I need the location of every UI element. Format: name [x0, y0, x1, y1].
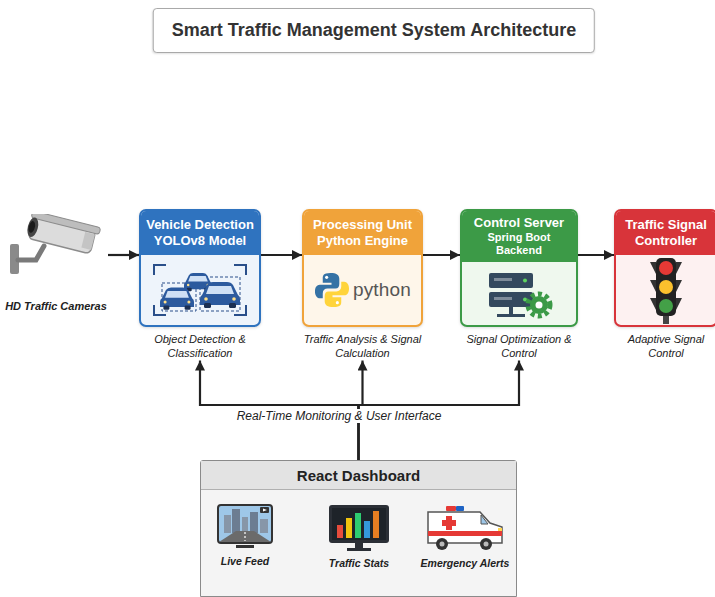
dashboard-item: Traffic Stats [321, 503, 397, 570]
diagram-title: Smart Traffic Management System Architec… [153, 8, 595, 53]
box-title: Spring Boot Backend [465, 231, 573, 259]
box-header: Control ServerSpring Boot Backend [462, 211, 576, 262]
box-title: Vehicle Detection YOLOv8 Model [144, 217, 256, 248]
icon-caption: Emergency Alerts [421, 557, 510, 570]
connector-arrow [108, 254, 139, 256]
camera-icon [8, 214, 104, 280]
box-caption: Adaptive Signal Control [614, 333, 715, 361]
traffic-light-icon [644, 256, 688, 324]
live-feed-icon [216, 503, 274, 551]
box-title: Traffic Signal Controller [619, 217, 713, 248]
ambulance-icon [424, 503, 506, 553]
box-shape: Vehicle Detection YOLOv8 Model [139, 209, 261, 327]
dashboard-panel: React DashboardLive Feed Traffic Stats Eme… [200, 460, 517, 597]
box-body [616, 255, 715, 325]
box-shape: Control ServerSpring Boot Backend [460, 209, 578, 327]
box-title: Processing Unit Python Engine [307, 217, 418, 248]
box-header: Traffic Signal Controller [616, 211, 715, 255]
box-header: Vehicle Detection YOLOv8 Model [141, 211, 259, 255]
icon-caption: Live Feed [221, 555, 269, 568]
box-shape: Processing Unit Python Engine python [302, 209, 423, 327]
process-box: Control ServerSpring Boot BackendSignal … [460, 209, 578, 361]
logo-text: python [353, 279, 411, 301]
connector-arrow [578, 254, 614, 256]
connector-arrow [423, 254, 460, 256]
dashboard-item: Emergency Alerts [419, 503, 511, 570]
server-icon [483, 267, 555, 321]
box-caption: Signal Optimization & Control [460, 333, 578, 361]
dashboard-item: Live Feed [209, 503, 281, 568]
process-box: Traffic Signal ControllerAdaptive Signal… [614, 209, 715, 361]
box-title: Control Server [474, 215, 564, 231]
icon-caption: Traffic Stats [329, 557, 389, 570]
connector-arrow [261, 254, 302, 256]
box-caption: Traffic Analysis & Signal Calculation [302, 333, 423, 361]
icon-caption: HD Traffic Cameras [5, 300, 107, 313]
box-body [462, 262, 576, 325]
bus-label: Real-Time Monitoring & User Interface [233, 409, 446, 423]
box-shape: Traffic Signal Controller [614, 209, 715, 327]
python-logo [314, 271, 350, 309]
process-box: Vehicle Detection YOLOv8 ModelObject Det… [139, 209, 261, 361]
box-header: Processing Unit Python Engine [304, 211, 421, 255]
traffic-stats-icon [327, 503, 391, 553]
camera-node: HD Traffic Cameras [4, 214, 108, 313]
process-box: Processing Unit Python Engine pythonTraff… [302, 209, 423, 361]
panel-header: React Dashboard [201, 461, 516, 490]
box-body: python [304, 255, 421, 325]
box-caption: Object Detection & Classification [139, 333, 261, 361]
vehicle-detection-icon [150, 261, 250, 319]
box-body [141, 255, 259, 325]
panel-title: React Dashboard [297, 467, 420, 484]
